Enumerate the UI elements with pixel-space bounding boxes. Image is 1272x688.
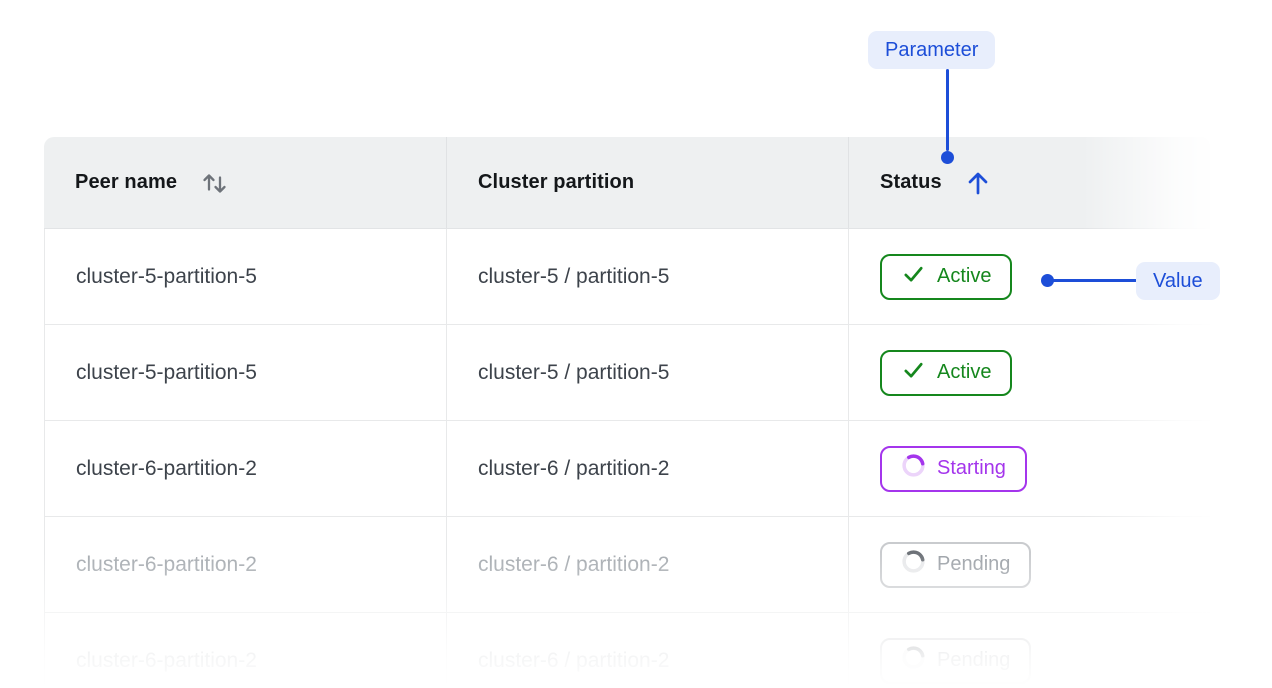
column-header-status[interactable]: Status [848,137,1210,228]
spinner-icon [901,645,926,676]
parameter-connector-dot [941,151,954,164]
parameter-connector-line [946,69,949,151]
status-badge-label: Pending [937,649,1011,671]
status-badge-active: Active [880,253,1013,300]
cluster-partition-cell: cluster-6 / partition-2 [446,613,848,688]
status-cell: Pending [848,517,1210,612]
status-badge-label: Active [937,265,992,287]
column-header-peer-name-label: Peer name [75,171,178,193]
spinner-icon [901,549,926,580]
status-cell: Starting [848,421,1210,516]
column-header-peer-name[interactable]: Peer name [44,137,446,228]
cluster-partition-cell: cluster-6 / partition-2 [446,517,848,612]
peer-name-cell: cluster-5-partition-5 [76,360,257,384]
value-connector-line [1051,279,1137,282]
status-badge-label: Active [937,361,992,383]
table-body: cluster-5-partition-5 cluster-5 / partit… [44,229,1210,688]
table-row: cluster-5-partition-5 cluster-5 / partit… [45,229,1210,325]
table-header-row: Peer name Cluster partition Status [44,137,1210,229]
peer-name-cell: cluster-6-partition-2 [76,648,257,672]
column-header-status-label: Status [880,171,942,193]
parameter-annotation-pill: Parameter [868,31,996,69]
column-header-cluster-partition-label: Cluster partition [478,171,635,193]
status-cell: Active [848,229,1210,324]
status-cell: Pending [848,613,1210,688]
spinner-icon [901,453,926,484]
check-icon [901,261,926,292]
status-badge-starting: Starting [880,445,1027,492]
status-badge-pending: Pending [880,637,1032,684]
status-badge-label: Pending [937,553,1011,575]
status-badge-active: Active [880,349,1013,396]
status-cell: Active [848,325,1210,420]
sort-ascending-arrow-icon[interactable] [966,170,990,196]
cluster-partition-cell: cluster-6 / partition-2 [446,421,848,516]
cluster-partition-cell: cluster-5 / partition-5 [446,229,848,324]
table-row: cluster-5-partition-5 cluster-5 / partit… [45,325,1210,421]
value-connector-dot [1041,274,1054,287]
status-badge-pending: Pending [880,541,1032,588]
peer-name-cell: cluster-6-partition-2 [76,456,257,480]
status-badge-label: Starting [937,457,1006,479]
table-row: cluster-6-partition-2 cluster-6 / partit… [45,613,1210,688]
column-header-cluster-partition: Cluster partition [446,137,848,228]
cluster-partition-cell: cluster-5 / partition-5 [446,325,848,420]
table-row: cluster-6-partition-2 cluster-6 / partit… [45,421,1210,517]
table-row: cluster-6-partition-2 cluster-6 / partit… [45,517,1210,613]
peer-name-cell: cluster-6-partition-2 [76,552,257,576]
value-annotation-pill: Value [1136,262,1220,300]
peer-name-cell: cluster-5-partition-5 [76,264,257,288]
peers-table: Peer name Cluster partition Status [44,137,1210,688]
sort-up-down-icon[interactable] [201,169,229,197]
check-icon [901,357,926,388]
